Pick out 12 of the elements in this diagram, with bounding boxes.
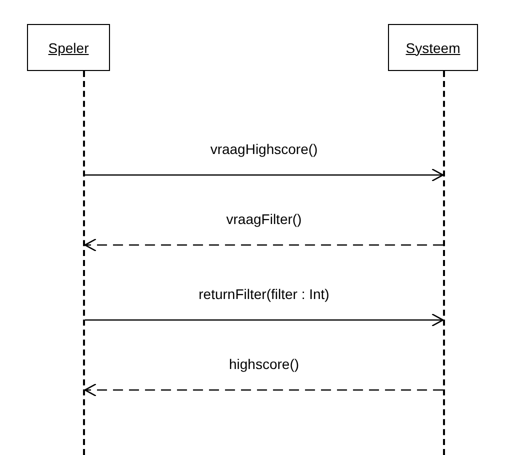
edge-label: vraagHighscore(): [208, 141, 320, 157]
participant-box: Systeem: [388, 24, 478, 71]
message-arrow: [85, 168, 444, 182]
lifeline: [443, 71, 445, 455]
edge-label: returnFilter(filter : Int): [196, 286, 332, 302]
return-arrow: [84, 383, 443, 397]
return-arrow: [84, 238, 443, 252]
edge-label: vraagFilter(): [224, 211, 304, 227]
message-arrow: [85, 313, 444, 327]
lifeline: [83, 71, 85, 455]
edge-label: highscore(): [226, 356, 302, 372]
participant-box: Speler: [27, 24, 110, 71]
